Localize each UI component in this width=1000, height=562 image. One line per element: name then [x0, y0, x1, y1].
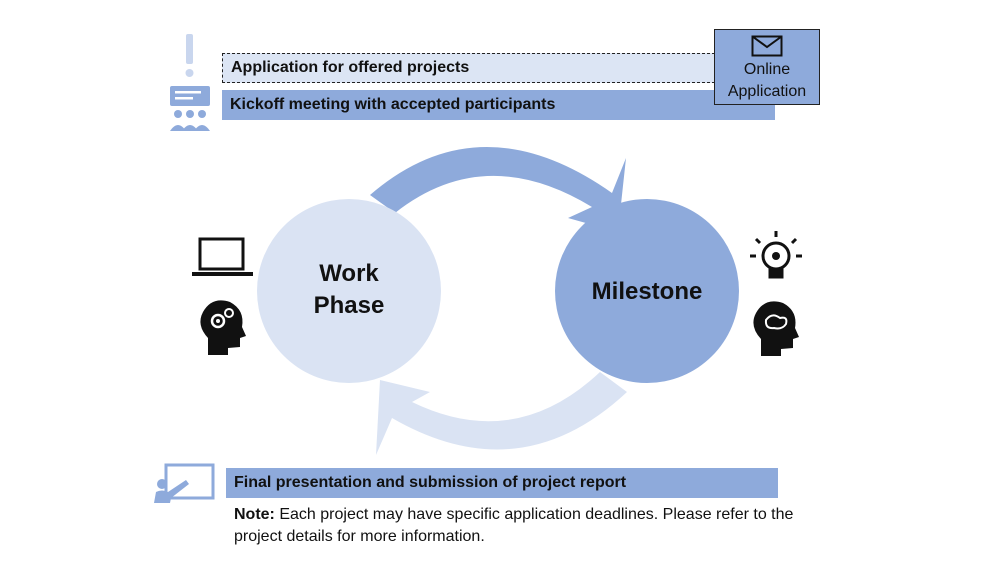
milestone-circle [555, 199, 739, 383]
online-application-line2: Application [727, 83, 807, 100]
envelope-icon [751, 35, 783, 57]
laptop-icon [192, 237, 253, 276]
note-body: Each project may have specific applicati… [234, 506, 794, 545]
note-text: Note: Each project may have specific app… [234, 504, 794, 548]
work-phase-label: Work Phase [289, 258, 409, 322]
work-phase-line2: Phase [313, 292, 385, 319]
note-label: Note: [234, 506, 275, 523]
step-application-label: Application for offered projects [231, 59, 470, 76]
step-final-label: Final presentation and submission of pro… [234, 474, 627, 491]
work-phase-circle [257, 199, 441, 383]
step-final-bar: Final presentation and submission of pro… [226, 468, 778, 498]
step-kickoff-bar: Kickoff meeting with accepted participan… [222, 90, 775, 120]
lightbulb-icon [750, 231, 802, 279]
step-kickoff-label: Kickoff meeting with accepted participan… [230, 96, 556, 113]
online-application-line1: Online [743, 61, 791, 78]
presentation-icon [154, 463, 215, 503]
step-application-bar: Application for offered projects [222, 53, 775, 83]
online-application-box: Online Application [714, 29, 820, 105]
head-brain-icon [753, 301, 799, 356]
milestone-label: Milestone [591, 278, 703, 305]
work-phase-line1: Work [319, 260, 379, 287]
meeting-icon [170, 86, 210, 131]
cycle-arrow-bottom [376, 372, 627, 455]
cycle-arrow-top [370, 146, 626, 232]
exclamation-icon [185, 34, 194, 77]
head-gears-icon [200, 300, 246, 355]
